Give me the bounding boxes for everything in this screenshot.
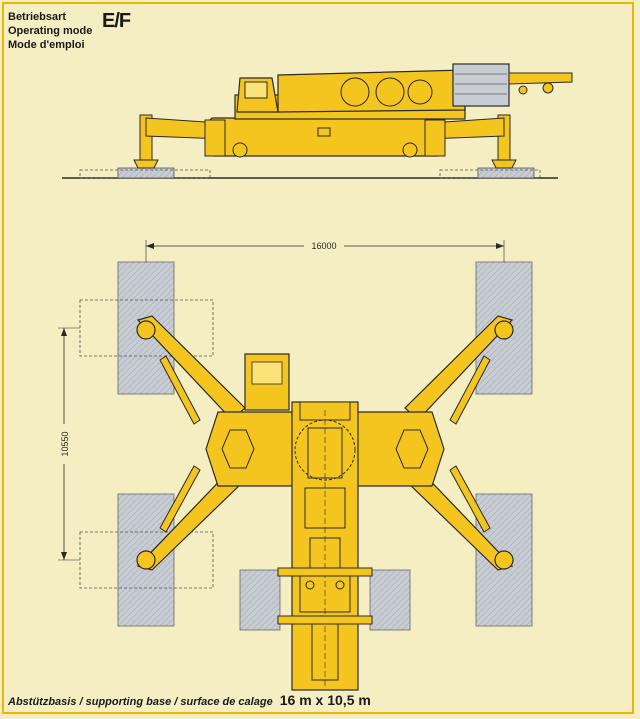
pad-center-left bbox=[239, 569, 281, 631]
dimension-length: 10550 bbox=[56, 327, 80, 561]
outrigger-box-left bbox=[205, 411, 297, 487]
header: Betriebsart Operating mode Mode d'emploi bbox=[8, 10, 92, 52]
mode-labels: Betriebsart Operating mode Mode d'emploi bbox=[8, 10, 92, 52]
mode-label-en: Operating mode bbox=[8, 25, 93, 37]
mode-tag: E/F bbox=[102, 10, 131, 32]
page-border bbox=[2, 2, 634, 714]
outrigger-box-right bbox=[353, 411, 445, 487]
side-pad-left bbox=[117, 167, 175, 179]
width-label: 16000 bbox=[311, 241, 336, 251]
side-counterweight bbox=[452, 63, 510, 107]
pad-center-right bbox=[369, 569, 411, 631]
footer-caption: Abstützbasis / supporting base / surface… bbox=[8, 692, 371, 708]
dimension-width: 16000 bbox=[145, 239, 505, 262]
side-boom bbox=[277, 69, 466, 113]
mode-label-de: Betriebsart bbox=[8, 11, 67, 23]
side-view bbox=[62, 63, 573, 179]
mode-label-fr: Mode d'emploi bbox=[8, 39, 85, 51]
caption-text: Abstützbasis / supporting base / surface… bbox=[8, 696, 273, 708]
length-label: 10550 bbox=[60, 431, 70, 456]
top-view bbox=[79, 261, 533, 691]
side-pad-right bbox=[477, 167, 535, 179]
caption-dims: 16 m x 10,5 m bbox=[279, 692, 371, 708]
